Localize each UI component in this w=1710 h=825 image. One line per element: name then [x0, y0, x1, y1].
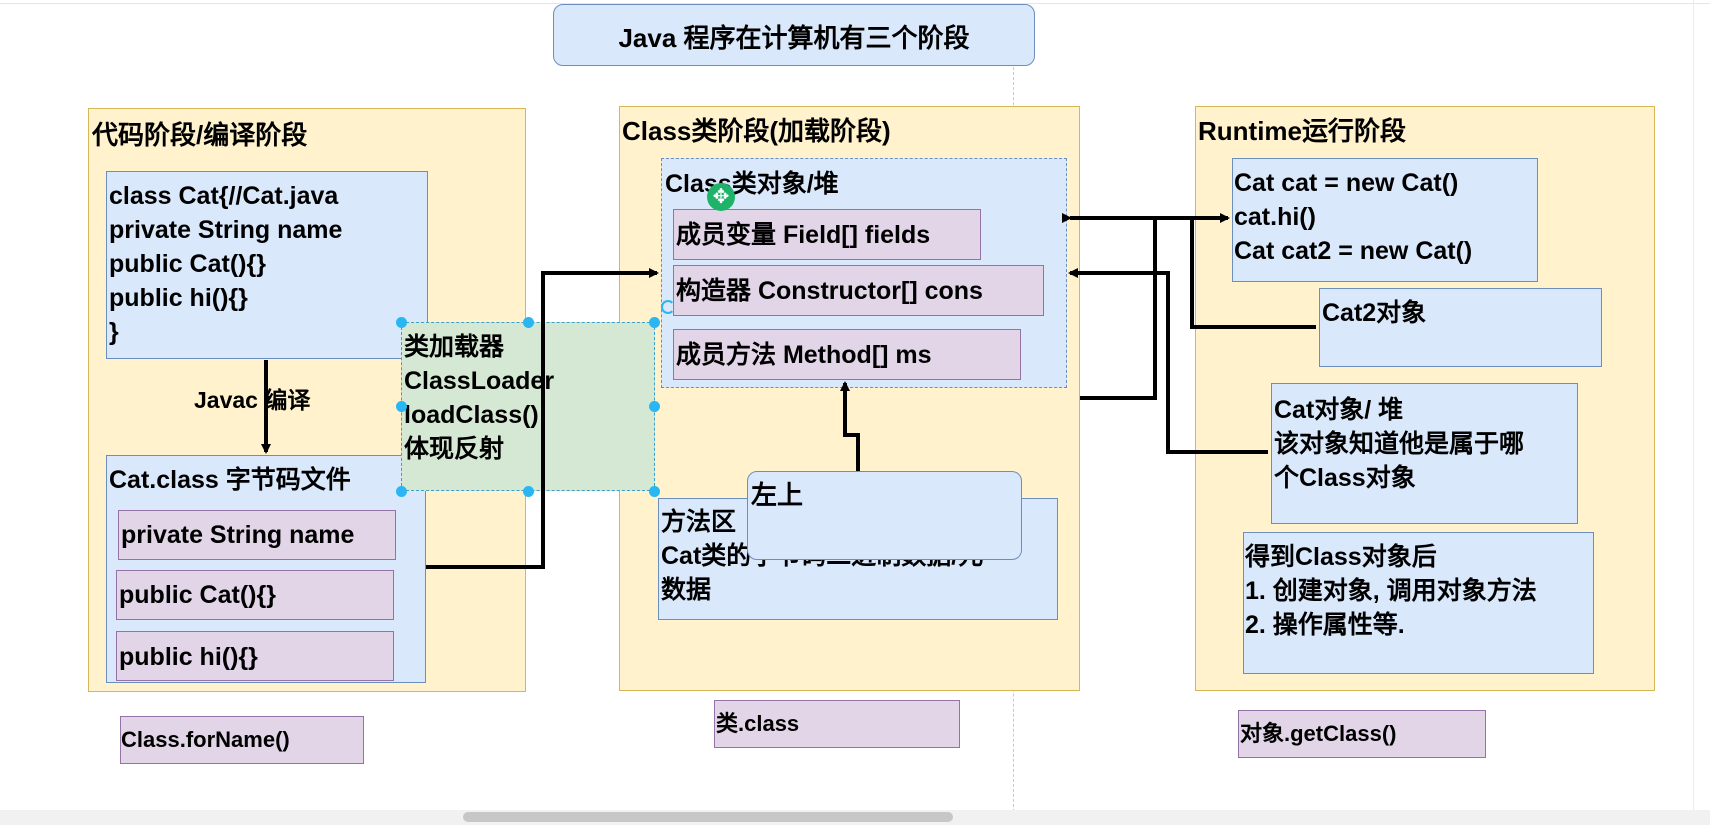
cat-object-link — [1068, 268, 1268, 454]
runtime-bracket — [1080, 218, 1157, 400]
load-arrow — [426, 268, 659, 569]
selection-handle[interactable] — [649, 401, 660, 412]
field-member-box[interactable] — [673, 209, 981, 260]
javac-label: Javac 编译 — [194, 387, 311, 413]
source-code-text: class Cat{//Cat.java private String name… — [109, 182, 343, 346]
selection-handle[interactable] — [396, 486, 407, 497]
cat2-object-box[interactable] — [1319, 288, 1602, 367]
page-divider-right — [1693, 0, 1694, 810]
classloader-text: 类加载器 ClassLoader loadClass() 体现反射 — [404, 333, 555, 463]
selection-handle[interactable] — [523, 317, 534, 328]
cat-object-text: Cat对象/ 堆 该对象知道他是属于哪 个Class对象 — [1274, 396, 1525, 492]
method-member-box[interactable] — [673, 329, 1021, 380]
selection-handle[interactable] — [396, 317, 407, 328]
method-member-text: 成员方法 Method[] ms — [676, 341, 932, 369]
source-code-box[interactable] — [106, 171, 428, 359]
selection-handle[interactable] — [523, 486, 534, 497]
class-file-member-method[interactable] — [116, 631, 394, 681]
class-file-member-constructor[interactable] — [116, 570, 394, 620]
selection-handle[interactable] — [649, 486, 660, 497]
class-object-label: Class类对象/堆 — [665, 170, 839, 198]
constructor-member-box[interactable] — [673, 265, 1044, 316]
top-border — [0, 3, 1710, 4]
class-file-member-name-text: private String name — [121, 521, 355, 549]
rotate-handle-icon[interactable] — [661, 300, 675, 314]
cat-object-box[interactable] — [1271, 383, 1578, 524]
horizontal-scrollbar-thumb[interactable] — [463, 812, 953, 822]
compile-stage-label: 代码阶段/编译阶段 — [92, 120, 308, 150]
field-member-text: 成员变量 Field[] fields — [676, 221, 931, 249]
class-file-member-constructor-text: public Cat(){} — [119, 581, 276, 609]
runtime-code-box[interactable] — [1232, 158, 1538, 282]
after-class-box[interactable] — [1243, 532, 1594, 674]
method-area-arrow — [840, 381, 860, 471]
tooltip-text: 左上 — [751, 480, 804, 510]
class-file-label: Cat.class 字节码文件 — [109, 466, 351, 494]
diagram-title[interactable]: Java 程序在计算机有三个阶段 — [553, 4, 1035, 66]
selection-handle[interactable] — [396, 401, 407, 412]
runtime-stage-label: Runtime运行阶段 — [1198, 116, 1407, 146]
dot-class-box[interactable] — [714, 700, 960, 748]
move-cursor-icon: ✥ — [707, 183, 735, 211]
after-class-text: 得到Class对象后 1. 创建对象, 调用对象方法 2. 操作属性等. — [1245, 543, 1537, 639]
getclass-box[interactable] — [1238, 710, 1486, 758]
classloader-box[interactable] — [401, 322, 655, 491]
cat2-object-text: Cat2对象 — [1322, 299, 1427, 327]
class-file-member-method-text: public hi(){} — [119, 643, 258, 671]
forname-box[interactable] — [120, 716, 364, 764]
selection-handle[interactable] — [649, 317, 660, 328]
tooltip-box[interactable] — [747, 471, 1022, 560]
forname-text: Class.forName() — [121, 727, 290, 752]
runtime-code-text: Cat cat = new Cat() cat.hi() Cat cat2 = … — [1234, 169, 1473, 265]
load-stage-label: Class类阶段(加载阶段) — [622, 116, 891, 146]
cat2-link — [1190, 218, 1316, 329]
dot-class-text: 类.class — [716, 711, 800, 736]
getclass-text: 对象.getClass() — [1240, 721, 1397, 746]
constructor-member-text: 构造器 Constructor[] cons — [676, 277, 983, 305]
class-file-member-name[interactable] — [118, 510, 396, 560]
